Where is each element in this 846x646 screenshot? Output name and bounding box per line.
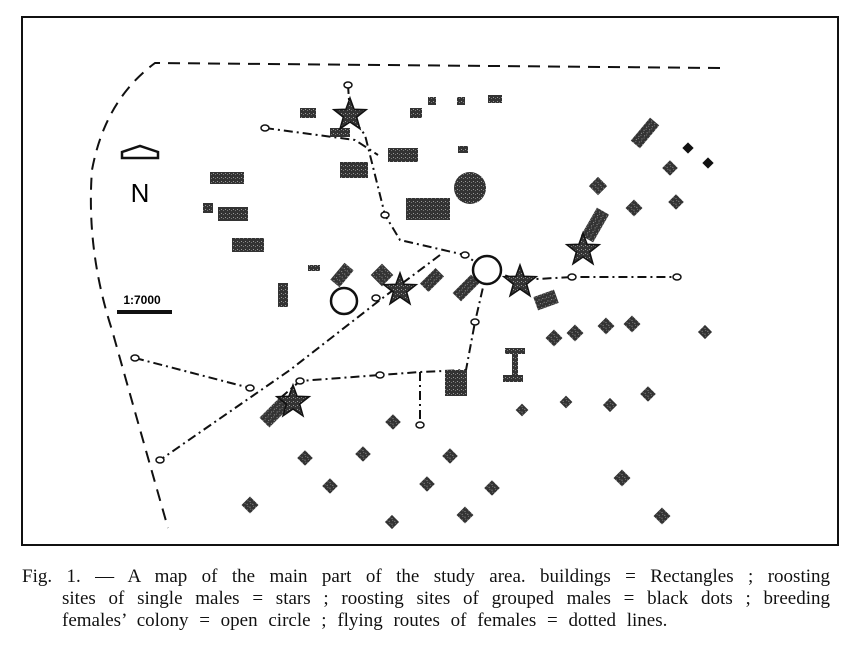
single-male-roost-star-icon xyxy=(274,382,312,418)
building xyxy=(218,207,248,221)
route-marker xyxy=(415,421,425,429)
breeding-colony-open-circle xyxy=(329,286,359,316)
building xyxy=(210,172,244,184)
building xyxy=(458,146,468,153)
building xyxy=(410,108,422,118)
building xyxy=(533,289,559,311)
route-marker xyxy=(672,273,682,281)
route-marker xyxy=(375,371,385,379)
building xyxy=(445,370,467,396)
building xyxy=(232,238,264,252)
route-marker xyxy=(245,384,255,392)
building xyxy=(640,386,656,402)
building xyxy=(662,160,678,176)
north-arrow: N xyxy=(120,144,160,208)
building xyxy=(308,265,320,271)
building xyxy=(322,478,338,494)
building xyxy=(419,267,445,293)
building xyxy=(454,172,486,204)
building xyxy=(297,450,313,466)
scale-bar: 1:7000 xyxy=(117,293,172,314)
building xyxy=(653,507,671,525)
building xyxy=(505,348,525,354)
building xyxy=(300,108,316,118)
route-marker xyxy=(343,81,353,89)
building xyxy=(330,262,354,288)
single-male-roost-star-icon xyxy=(381,270,419,306)
building xyxy=(452,274,480,302)
building xyxy=(484,480,500,496)
grouped-male-roost-dot xyxy=(682,142,694,154)
caption-line-2: sites of single males = stars ; roosting… xyxy=(62,588,830,609)
single-male-roost-star-icon xyxy=(564,230,602,266)
building xyxy=(456,506,474,524)
building xyxy=(355,446,371,462)
grouped-male-roost-dot xyxy=(702,157,714,169)
scale-label: 1:7000 xyxy=(123,293,161,307)
building xyxy=(580,207,610,243)
single-male-roost-star-icon xyxy=(501,262,539,298)
building xyxy=(623,315,641,333)
building xyxy=(597,317,615,335)
route-marker xyxy=(380,211,390,219)
building xyxy=(588,176,608,196)
flying-route xyxy=(486,269,677,282)
buildings xyxy=(203,95,713,530)
building xyxy=(515,403,529,417)
route-marker xyxy=(371,294,381,302)
building xyxy=(384,514,400,530)
building xyxy=(602,397,618,413)
route-marker xyxy=(567,273,577,281)
building xyxy=(428,97,436,105)
building xyxy=(406,198,450,220)
route-marker xyxy=(470,318,480,326)
map-frame xyxy=(21,16,839,546)
building xyxy=(697,324,713,340)
study-area-map: N 1:7000 xyxy=(21,16,839,546)
route-marker xyxy=(260,124,270,132)
flying-route xyxy=(159,254,441,461)
building xyxy=(442,448,458,464)
female-flying-routes xyxy=(130,81,682,464)
building xyxy=(278,283,288,307)
building xyxy=(241,496,259,514)
caption-line-3: females’ colony = open circle ; flying r… xyxy=(62,610,668,631)
route-marker xyxy=(155,456,165,464)
building xyxy=(488,95,502,103)
building xyxy=(419,476,435,492)
single-male-roost-star-icon xyxy=(331,95,369,131)
building xyxy=(625,199,643,217)
route-marker xyxy=(130,354,140,362)
north-arrow-icon xyxy=(120,144,160,160)
building xyxy=(503,375,523,382)
building xyxy=(370,263,394,287)
route-marker xyxy=(460,251,470,259)
building xyxy=(203,203,213,213)
building xyxy=(630,117,660,149)
flying-route xyxy=(264,127,379,156)
building xyxy=(385,414,401,430)
building xyxy=(330,128,350,137)
building xyxy=(559,395,573,409)
scale-line xyxy=(117,310,172,314)
building xyxy=(566,324,584,342)
breeding-colony-open-circle xyxy=(471,254,503,286)
building xyxy=(545,329,563,347)
building xyxy=(340,162,368,178)
caption-line-1: Fig. 1. — A map of the main part of the … xyxy=(22,566,830,587)
north-label: N xyxy=(131,178,150,208)
building xyxy=(512,352,518,380)
flying-route xyxy=(134,357,251,389)
building xyxy=(388,148,418,162)
building xyxy=(259,396,291,428)
building xyxy=(668,194,684,210)
roost-symbols xyxy=(274,95,714,418)
building xyxy=(613,469,631,487)
route-marker xyxy=(295,377,305,385)
study-area-boundary xyxy=(89,61,721,529)
building xyxy=(457,97,465,105)
